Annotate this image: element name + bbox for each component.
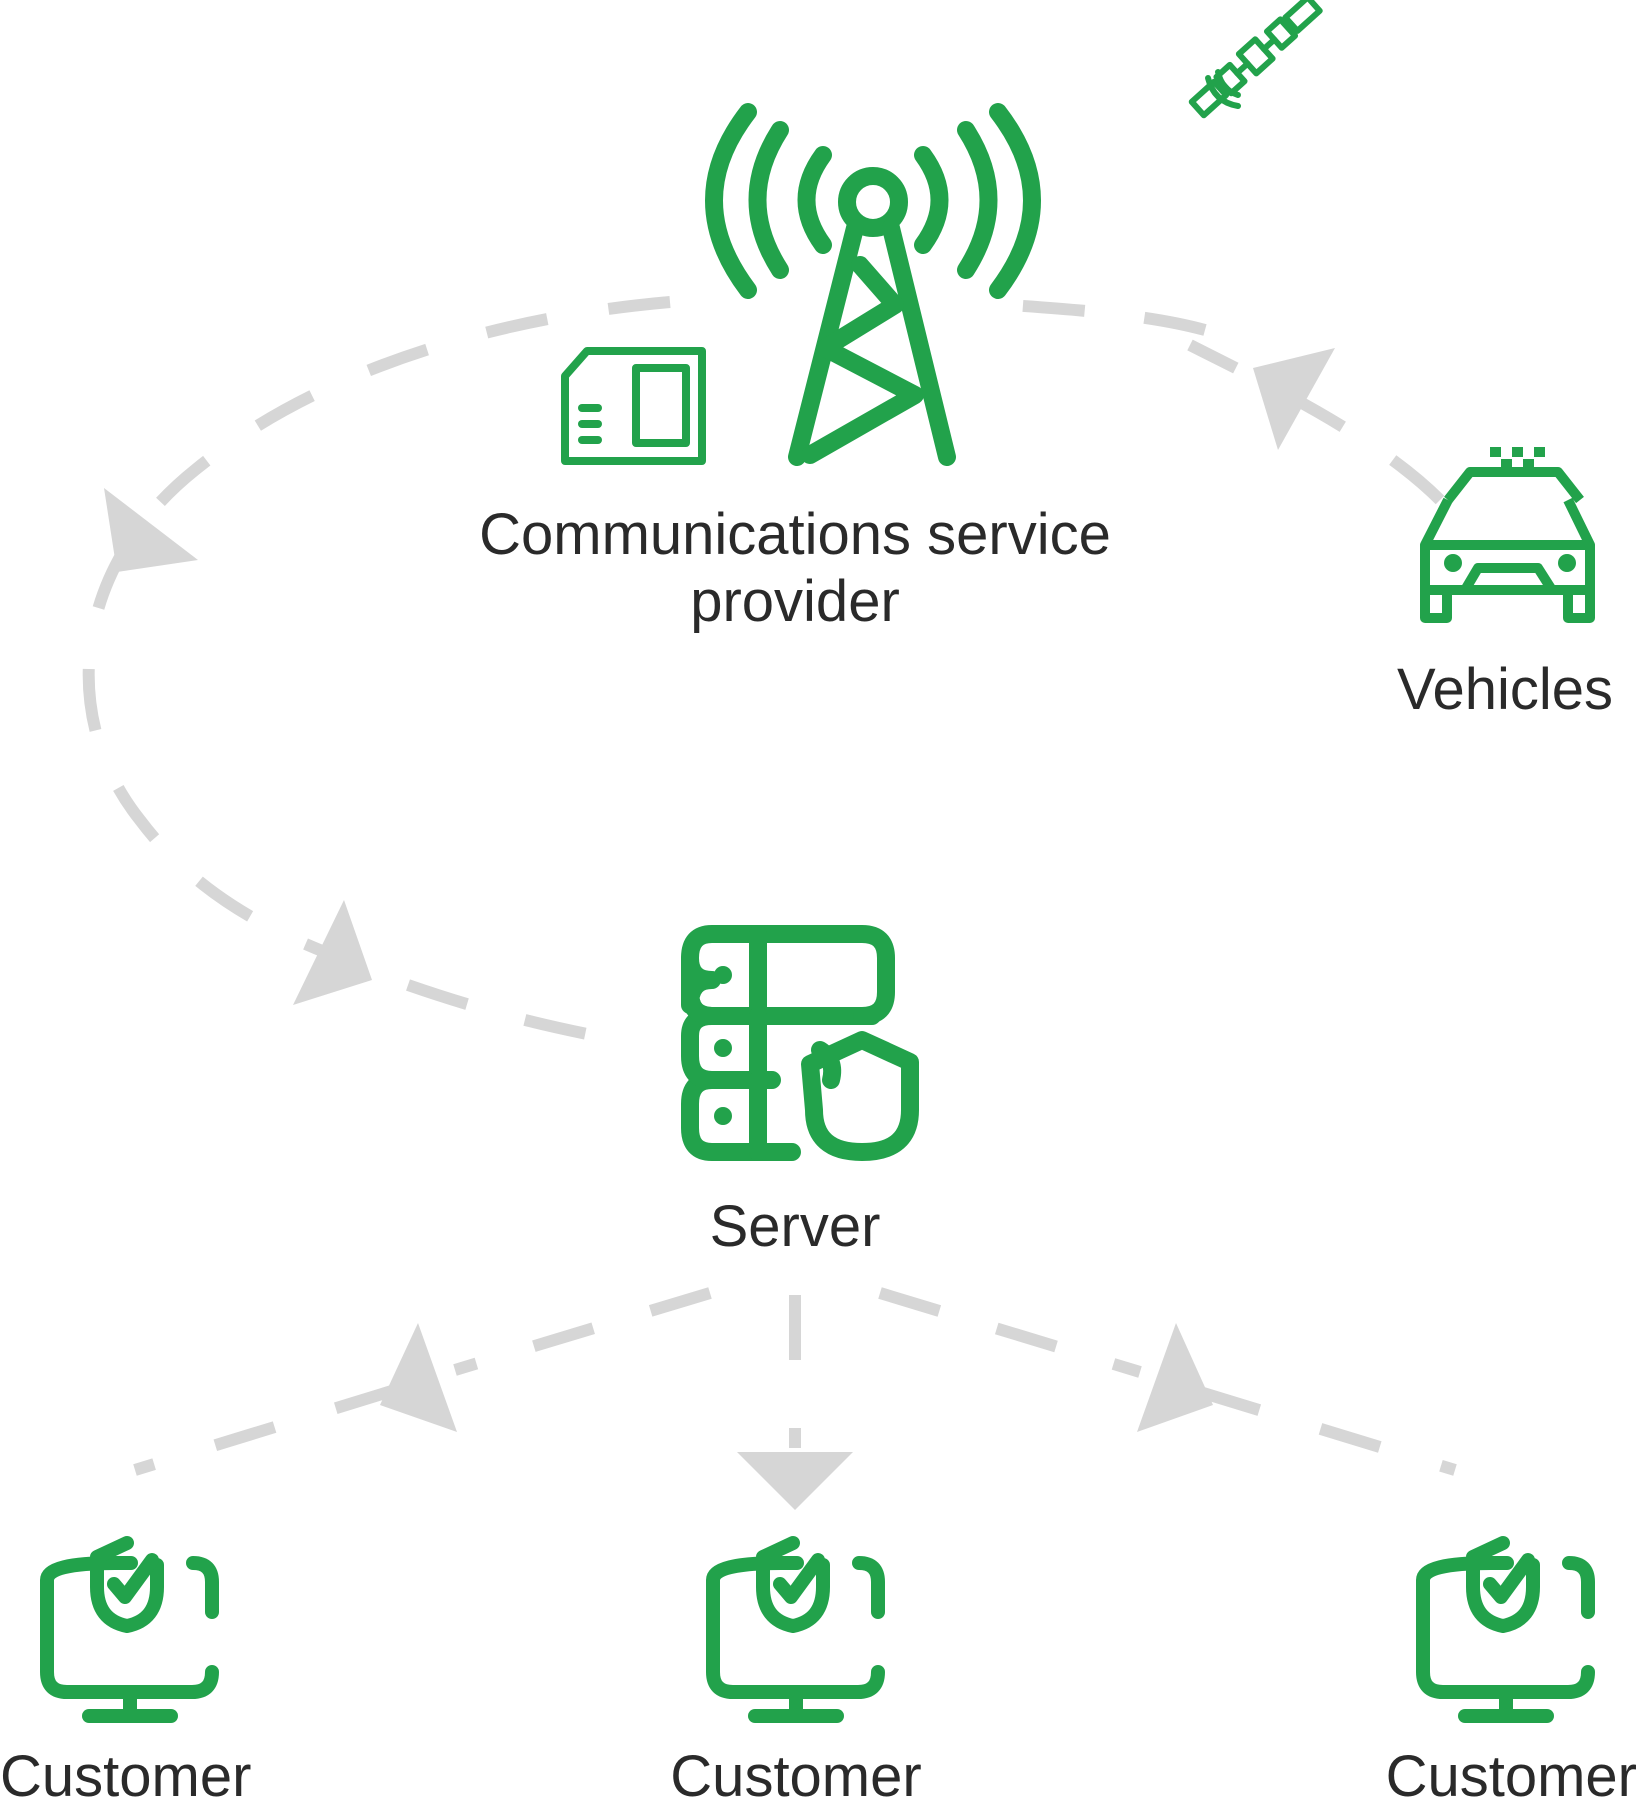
flow-line-vehicles-to-csp-upper: [1009, 299, 1207, 336]
flow-line-server-to-customer-right-end: [1198, 1386, 1457, 1476]
csp-label-line1: Communications service: [479, 502, 1111, 567]
flow-arrows: [82, 296, 1457, 1476]
customer-icons: [40, 1536, 1595, 1723]
customer-label-middle: Customer: [670, 1744, 922, 1809]
flow-line-server-to-customer-right: [878, 1287, 1142, 1378]
server-status-dots: [714, 966, 732, 1125]
secure-monitor-icon: [40, 1536, 219, 1723]
satellite-signal-waves: [1205, 69, 1241, 109]
taxi-sign-icon: [1444, 447, 1576, 572]
arrowhead-csp-loop: [104, 488, 198, 572]
flow-line-csp-to-server-end: [406, 979, 609, 1044]
vehicles-label: Vehicles: [1396, 657, 1614, 722]
arrowhead-to-csp: [1253, 348, 1335, 450]
secure-server-icon: [681, 925, 919, 1161]
flow-line-server-to-customer-left-end: [133, 1384, 397, 1476]
arrowhead-to-server: [293, 900, 372, 1005]
arrowhead-to-customer-right: [1137, 1323, 1213, 1432]
secure-monitor-icon: [1416, 1536, 1595, 1723]
flow-line-vehicles-to-csp: [1187, 339, 1445, 505]
secure-monitor-icon: [706, 1536, 885, 1723]
taxi-car-icon: [1420, 467, 1595, 623]
radio-waves-icon: [705, 103, 1041, 299]
flow-line-server-to-customer-left: [453, 1287, 712, 1376]
server-label: Server: [709, 1194, 881, 1259]
flow-line-csp-to-server: [82, 296, 671, 966]
flow-arrowheads: [104, 348, 1335, 1510]
arrowhead-to-customer-left: [380, 1323, 457, 1432]
arrowhead-to-customer-middle: [737, 1452, 853, 1510]
cell-tower-icon: [788, 167, 956, 466]
sim-card-icon: [561, 347, 706, 465]
csp-label-line2: provider: [690, 569, 900, 634]
satellite-icon: [1188, 0, 1323, 119]
customer-label-left: Customer: [0, 1744, 252, 1809]
customer-label-right: Customer: [1385, 1744, 1637, 1809]
